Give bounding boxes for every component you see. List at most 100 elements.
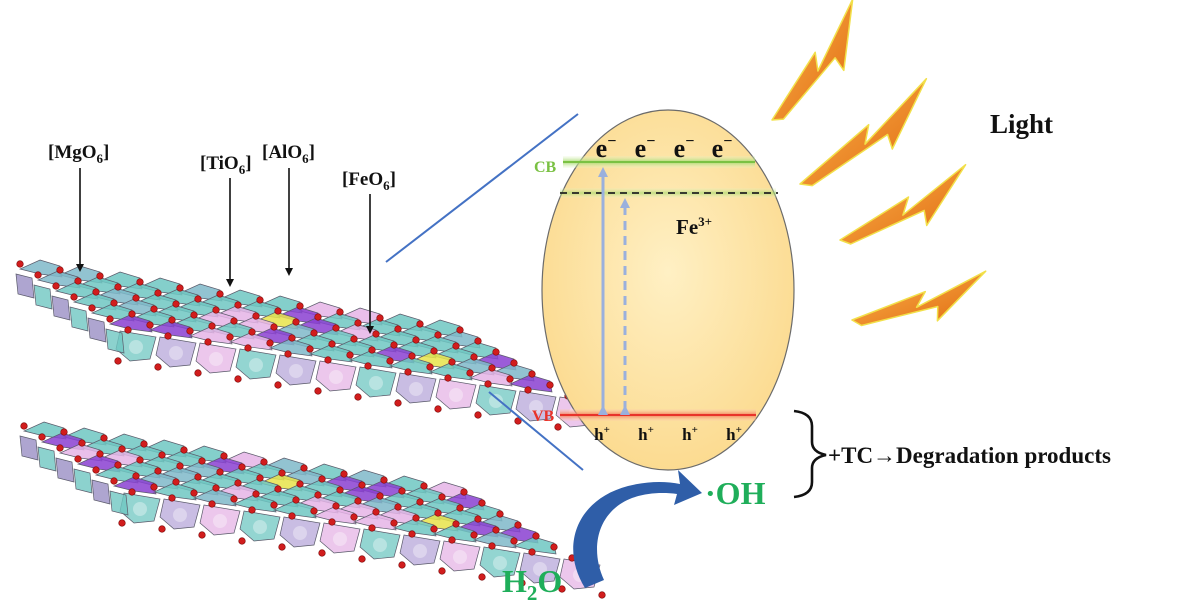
oxygen-atom (404, 368, 412, 376)
oxygen-atom (74, 277, 82, 285)
oxygen-atom (292, 318, 300, 326)
cation-center (249, 358, 263, 372)
oxygen-atom (106, 315, 114, 323)
vb-label: VB (532, 408, 555, 425)
oxygen-atom (216, 468, 224, 476)
oxygen-atom (176, 462, 184, 470)
oxygen-atom (358, 555, 366, 563)
oxygen-atom (528, 370, 536, 378)
oxygen-atom (92, 466, 100, 474)
crystal-layer-bottom (19, 421, 606, 599)
oxygen-atom (350, 513, 358, 521)
octahedron-side (475, 384, 517, 416)
hole: h+ (726, 424, 742, 444)
octahedron-side (55, 457, 75, 483)
oxygen-atom (318, 549, 326, 557)
oxygen-atom (390, 341, 398, 349)
octahedron (352, 512, 397, 531)
octahedron-side (19, 435, 39, 461)
oxygen-atom (288, 512, 296, 520)
oxygen-atom (488, 364, 496, 372)
octahedron (432, 524, 477, 543)
oxygen-atom (238, 537, 246, 545)
oxygen-atom (518, 579, 526, 587)
oxygen-atom (430, 347, 438, 355)
oxygen-atom (220, 452, 228, 460)
oxygen-atom (194, 473, 202, 481)
cation-center (289, 364, 303, 378)
oxygen-atom (154, 363, 162, 371)
oxygen-atom (434, 509, 442, 517)
oxygen-atom (376, 492, 384, 500)
lightning-bolt (771, 0, 854, 121)
oxygen-atom (380, 476, 388, 484)
oxygen-atom (354, 393, 362, 401)
octahedron-side (235, 348, 277, 380)
oxygen-atom (114, 283, 122, 291)
label-tio6: [TiO6] (200, 153, 252, 177)
oxygen-atom (444, 374, 452, 382)
oxygen-atom (346, 351, 354, 359)
oxygen-atom (230, 317, 238, 325)
oxygen-atom (74, 455, 82, 463)
oxygen-atom (506, 375, 514, 383)
oxygen-atom (394, 325, 402, 333)
octahedron (188, 326, 233, 345)
oxygen-atom (20, 422, 28, 430)
oxygen-atom (328, 340, 336, 348)
oxygen-atom (208, 500, 216, 508)
oxygen-atom (514, 521, 522, 529)
oxygen-atom (208, 322, 216, 330)
oxygen-atom (274, 307, 282, 315)
oxygen-atom (284, 350, 292, 358)
oxygen-atom (514, 417, 522, 425)
oxygen-atom (376, 314, 384, 322)
lightning-bolt (839, 163, 967, 245)
oxygen-atom (110, 477, 118, 485)
cation-center (369, 376, 383, 390)
oxygen-atom (204, 338, 212, 346)
oxygen-atom (328, 518, 336, 526)
oxygen-atom (350, 335, 358, 343)
oxygen-atom (114, 461, 122, 469)
cation-center (533, 562, 547, 576)
oxygen-atom (310, 329, 318, 337)
oxygen-atom (372, 508, 380, 516)
oxygen-atom (256, 474, 264, 482)
reaction: +TC→Degradation products ·OH H2O (502, 409, 1111, 605)
oxygen-atom (474, 337, 482, 345)
oxygen-atom (368, 346, 376, 354)
oxygen-atom (532, 532, 540, 540)
oxygen-atom (274, 485, 282, 493)
oxygen-atom (318, 475, 326, 483)
octahedron (268, 338, 313, 357)
oxygen-atom (336, 486, 344, 494)
oxygen-atom (296, 480, 304, 488)
oxygen-atom (412, 514, 420, 522)
oxygen-atom (438, 493, 446, 501)
octahedron-side (91, 479, 111, 505)
label-feo6: [FeO6] (342, 169, 396, 193)
oxygen-atom (598, 591, 606, 599)
oxygen-atom (420, 482, 428, 490)
hole: h+ (594, 424, 610, 444)
lightning-bolt (851, 270, 987, 327)
octahedron-side (399, 534, 441, 566)
oxygen-atom (372, 330, 380, 338)
octahedron-side (199, 504, 241, 536)
oxygen-atom (168, 316, 176, 324)
octahedron-side (355, 366, 397, 398)
oxygen-atom (70, 293, 78, 301)
oxygen-atom (484, 380, 492, 388)
oxygen-atom (190, 489, 198, 497)
cation-center (173, 508, 187, 522)
electron: e− (712, 133, 733, 163)
oxygen-atom (426, 363, 434, 371)
oxygen-atom (212, 484, 220, 492)
oxygen-atom (478, 573, 486, 581)
oxygen-atom (266, 339, 274, 347)
lightning-bolt (799, 77, 928, 187)
octahedron (348, 350, 393, 369)
cation-center (129, 340, 143, 354)
oxygen-atom (238, 463, 246, 471)
